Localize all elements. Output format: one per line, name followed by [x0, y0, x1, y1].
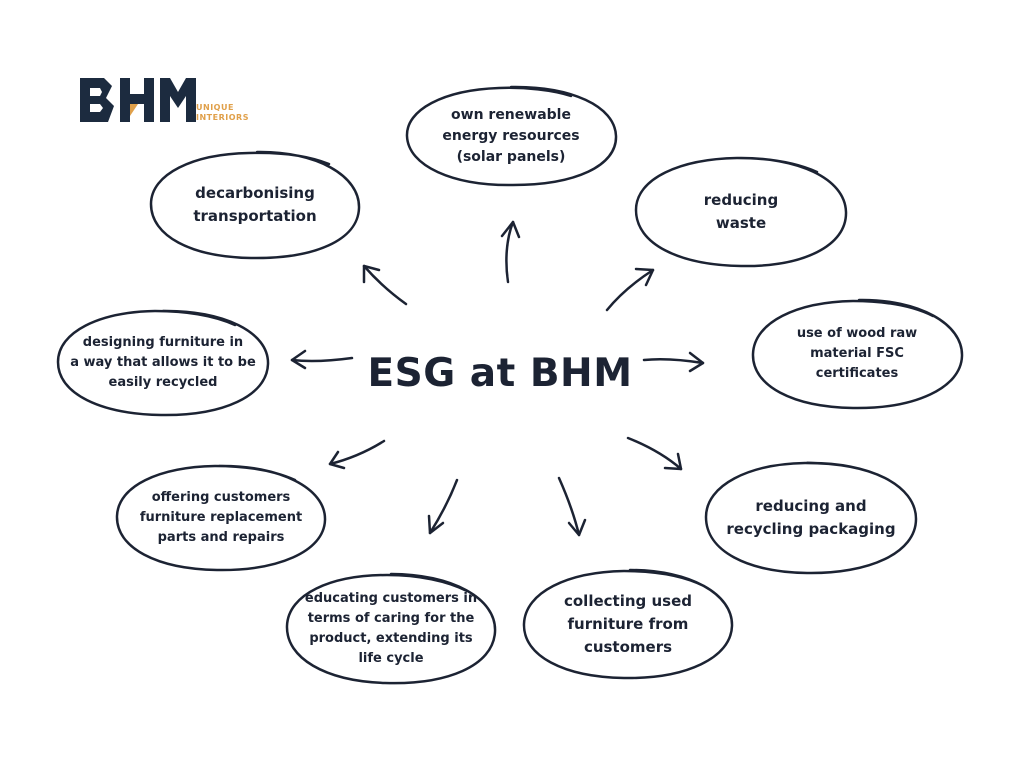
- bhm-logo-icon: [80, 78, 196, 122]
- arrow-educating: [427, 478, 459, 535]
- bubble-reducing-waste: reducing waste: [633, 154, 849, 270]
- bubble-offering-repairs: offering customers furniture replacement…: [113, 462, 329, 574]
- logo-tagline-line1: UNIQUE: [196, 103, 234, 112]
- bubble-outline: [634, 156, 848, 268]
- bubble-label: reducing and recycling packaging: [726, 497, 896, 538]
- arrow-collecting: [557, 476, 587, 537]
- bubble-label: use of wood raw material FSC certificate…: [796, 326, 918, 381]
- bubble-label: decarbonising transportation: [193, 184, 317, 225]
- bubble-outline: [522, 568, 734, 680]
- arrow-designing: [290, 349, 354, 370]
- bubble-outline: [115, 464, 327, 572]
- bubble-label: reducing waste: [703, 191, 779, 232]
- arrow-waste: [605, 267, 655, 312]
- logo-tagline-line2: INTERIORS: [196, 113, 249, 122]
- arrow-fsc: [642, 351, 705, 373]
- bubble-fsc-certificates: use of wood raw material FSC certificate…: [749, 296, 965, 412]
- bubble-outline: [285, 572, 497, 685]
- bubble-outline: [149, 150, 361, 260]
- arrow-decarbonising: [362, 264, 408, 306]
- bubble-label: educating customers in terms of caring f…: [304, 591, 478, 666]
- bubble-label: collecting used furniture from customers: [563, 591, 692, 656]
- bubble-designing-furniture: designing furniture in a way that allows…: [55, 306, 271, 420]
- bubble-outline: [704, 461, 918, 575]
- arrow-packaging: [626, 436, 683, 471]
- logo-tagline: UNIQUE INTERIORS: [196, 103, 249, 123]
- bubble-educating-customers: educating customers in terms of caring f…: [283, 570, 499, 688]
- bubble-outline: [751, 298, 964, 410]
- arrow-offering: [328, 439, 386, 470]
- bubble-label: offering customers furniture replacement…: [139, 490, 303, 545]
- bubble-decarbonising-transportation: decarbonising transportation: [147, 148, 363, 262]
- bubble-outline: [56, 309, 270, 417]
- bubble-label: own renewable energy resources (solar pa…: [442, 106, 580, 165]
- bubble-label: designing furniture in a way that allows…: [70, 335, 256, 390]
- arrow-renewable: [500, 220, 521, 284]
- diagram-title: ESG at BHM: [367, 351, 633, 396]
- bhm-logo: [80, 76, 270, 126]
- bubble-outline: [405, 85, 618, 187]
- bubble-collecting-furniture: collecting used furniture from customers: [520, 566, 736, 682]
- bubble-reducing-packaging: reducing and recycling packaging: [703, 459, 919, 577]
- bubble-renewable-energy: own renewable energy resources (solar pa…: [403, 84, 619, 188]
